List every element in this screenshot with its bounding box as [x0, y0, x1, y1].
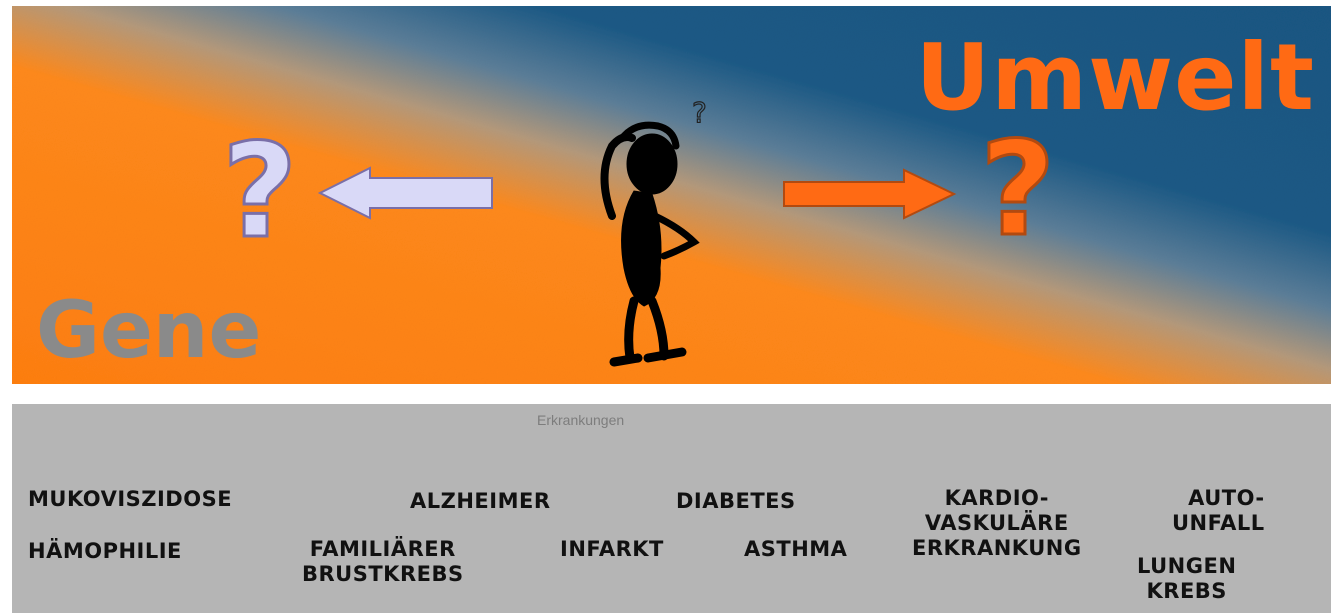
disease-diabetes: DIABETES: [676, 489, 796, 514]
disease-kardiovaskulaere-erkrankung: KARDIO- VASKULÄRE ERKRANKUNG: [912, 486, 1082, 561]
disease-asthma: ASTHMA: [744, 537, 847, 562]
umwelt-label: Umwelt: [916, 32, 1315, 124]
disease-haemophilie: HÄMOPHILIE: [28, 539, 182, 564]
disease-alzheimer: ALZHEIMER: [410, 489, 551, 514]
umwelt-question-mark: ?: [980, 124, 1055, 254]
diseases-panel: Erkrankungen MUKOVISZIDOSE HÄMOPHILIE AL…: [12, 404, 1331, 613]
disease-familiaerer-brustkrebs: FAMILIÄRER BRUSTKREBS: [302, 537, 464, 587]
thought-question-mark: ?: [692, 96, 707, 129]
disease-autounfall: AUTO- UNFALL: [1172, 486, 1265, 536]
gene-question-mark: ?: [222, 126, 297, 256]
disease-lungenkrebs: LUNGEN KREBS: [1137, 554, 1236, 604]
panel-title: Erkrankungen: [537, 412, 624, 428]
disease-mukoviszidose: MUKOVISZIDOSE: [28, 487, 232, 512]
gene-environment-banner: ? Umwelt Gene ? ?: [12, 6, 1331, 384]
gene-label: Gene: [36, 292, 261, 370]
disease-infarkt: INFARKT: [560, 537, 664, 562]
